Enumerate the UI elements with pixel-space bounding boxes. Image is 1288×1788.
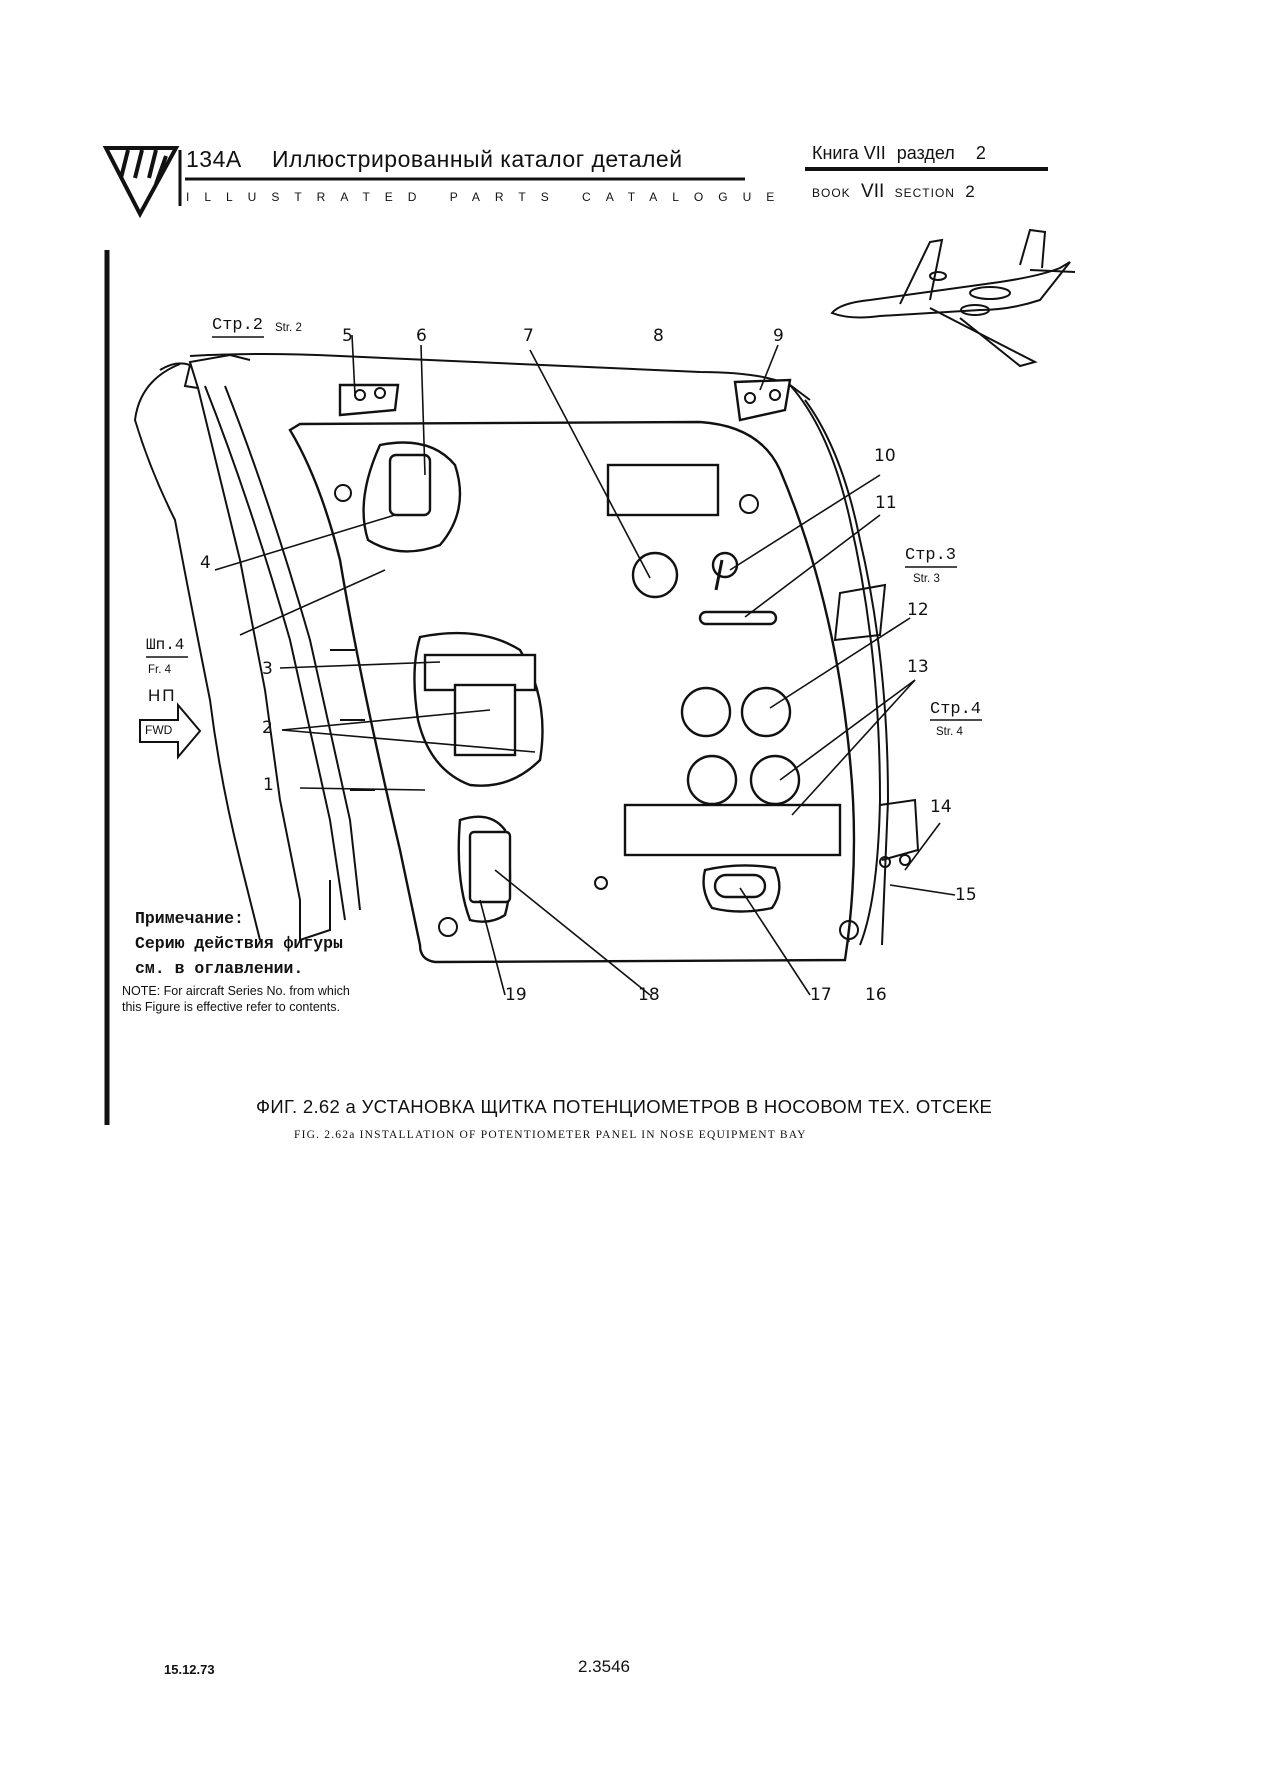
leader-lines [214, 334, 956, 996]
ref-fr4-ru: Шп.4 [146, 636, 185, 654]
callout-4: 4 [200, 553, 211, 573]
footer-page-number: 2.3546 [578, 1657, 630, 1676]
ref-str4-en: Str. 4 [936, 726, 963, 738]
callout-15: 15 [955, 885, 977, 905]
callout-7: 7 [523, 326, 534, 346]
callout-16: 16 [865, 985, 887, 1005]
book-word-en: BOOK [812, 186, 851, 200]
callout-17: 17 [810, 985, 832, 1005]
section-num-ru: 2 [975, 143, 986, 163]
potentiometer-panel [288, 378, 856, 964]
catalog-title-ru: Иллюстрированный каталог деталей [272, 146, 683, 172]
panel-details [334, 387, 911, 940]
section-num-en: 2 [965, 182, 976, 201]
callout-3: 3 [262, 659, 273, 679]
figure-drawing [104, 228, 1076, 1125]
callout-13: 13 [907, 657, 929, 677]
section-word-en: SECTION [894, 186, 955, 200]
figure-caption-ru: ФИГ. 2.62 а УСТАНОВКА ЩИТКА ПОТЕНЦИОМЕТР… [256, 1096, 993, 1117]
callout-11: 11 [875, 493, 897, 513]
book-word-ru: Книга [812, 143, 859, 163]
callout-5: 5 [342, 326, 353, 346]
ref-str2-en: Str. 2 [275, 322, 302, 334]
note-en-line2: this Figure is effective refer to conten… [122, 1000, 340, 1014]
ref-str2-ru: Стр.2 [212, 316, 264, 335]
airplane-sketch [830, 228, 1076, 368]
callout-19: 19 [505, 985, 527, 1005]
bay-structure [133, 353, 920, 946]
callout-8: 8 [653, 326, 664, 346]
book-num-en: VII [861, 181, 885, 202]
note-ru-line3: см. в оглавлении. [135, 959, 304, 978]
callout-12: 12 [907, 600, 929, 620]
callout-14: 14 [930, 797, 952, 817]
fwd-arrow [139, 702, 202, 760]
callout-18: 18 [638, 985, 660, 1005]
callout-10: 10 [874, 446, 896, 466]
note-ru-heading: Примечание: [135, 909, 244, 928]
note-ru-line2: Серию действия фигуры [135, 934, 343, 953]
footer-date: 15.12.73 [164, 1662, 215, 1677]
ref-str3-ru: Стр.3 [905, 546, 957, 565]
catalog-title-en: ILLUSTRATED PARTS CATALOGUE [186, 190, 790, 204]
tupolev-logo [102, 146, 180, 219]
callout-2: 2 [262, 718, 273, 738]
figure-caption-en: FIG. 2.62a INSTALLATION OF POTENTIOMETER… [294, 1129, 807, 1141]
book-label-en: BOOK VII SECTION 2 [812, 181, 976, 203]
ref-str3-en: Str. 3 [913, 573, 940, 585]
model-number: 134A [186, 146, 242, 172]
callout-1: 1 [263, 775, 274, 795]
ref-fwd: FWD [145, 723, 173, 737]
callout-9: 9 [773, 326, 784, 346]
ref-fr4-en: Fr. 4 [148, 664, 172, 676]
ref-np-ru: НП [148, 686, 177, 705]
book-num-ru: VII [863, 143, 886, 163]
ref-str4-ru: Стр.4 [930, 700, 982, 719]
header-graphics [102, 146, 1048, 219]
section-word-ru: раздел [896, 143, 955, 163]
book-label-ru: Книга VII раздел 2 [812, 143, 986, 164]
callout-6: 6 [416, 326, 427, 346]
note-en-line1: NOTE: For aircraft Series No. from which [122, 984, 350, 998]
